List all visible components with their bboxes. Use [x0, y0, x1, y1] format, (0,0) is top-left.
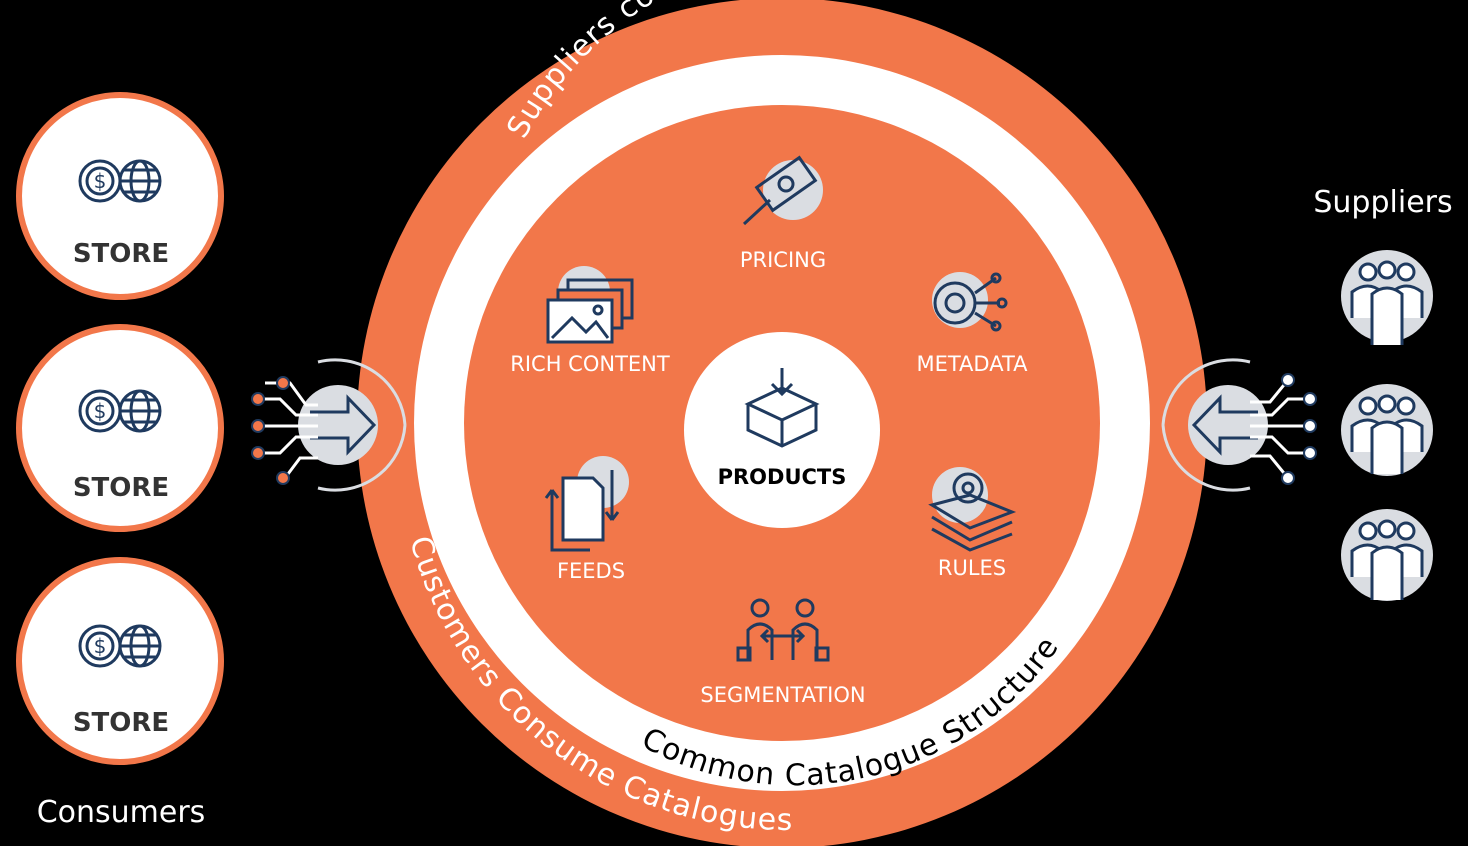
gear-network-icon: [933, 272, 1008, 332]
store-3: $ STORE: [16, 557, 224, 765]
arrow-right-icon: [310, 394, 377, 456]
layers-gear-icon: [928, 472, 1017, 552]
currency-globe-icon: [78, 389, 162, 433]
supplier-connector: [1161, 358, 1317, 492]
segment-label: METADATA: [916, 352, 1028, 376]
svg-text:$: $: [94, 169, 107, 193]
consumer-connector: [251, 358, 407, 492]
circuit-lines-right: [1250, 379, 1310, 479]
currency-globe-icon: [78, 159, 162, 203]
store-2: $ STORE: [16, 324, 224, 532]
money-hand-icon: [742, 155, 818, 226]
segment-label: SEGMENTATION: [700, 683, 865, 707]
group-people-icon: [1341, 250, 1433, 345]
document-cycle-icon: [544, 470, 620, 552]
rules-icon-bg: [932, 467, 988, 523]
supplier-group-2: [1341, 384, 1433, 476]
segment-rules: RULES: [928, 467, 1017, 580]
box-icon: [744, 368, 820, 448]
store-label: STORE: [73, 473, 169, 503]
connector-bg: [1188, 385, 1268, 465]
segment-rich-content: RICH CONTENT: [510, 266, 670, 376]
store-label: STORE: [73, 239, 169, 269]
segment-label: RULES: [938, 556, 1006, 580]
segment-metadata: METADATA: [916, 272, 1028, 376]
segment-label: FEEDS: [557, 559, 625, 583]
svg-text:$: $: [94, 399, 107, 423]
group-people-icon: [1341, 384, 1433, 476]
suppliers-label: Suppliers: [1313, 185, 1452, 220]
metadata-icon-bg: [932, 272, 988, 328]
store-label: STORE: [73, 708, 169, 738]
segment-label: RICH CONTENT: [510, 352, 670, 376]
people-exchange-icon: [736, 598, 830, 662]
segment-feeds: FEEDS: [544, 456, 629, 583]
segment-label: PRICING: [740, 248, 826, 272]
arrow-left-icon: [1191, 394, 1258, 456]
supplier-group-1: [1341, 250, 1433, 345]
images-icon: [546, 278, 634, 344]
currency-globe-icon: [78, 624, 162, 668]
consumers-label: Consumers: [37, 795, 206, 830]
store-1: $ STORE: [16, 92, 224, 300]
segment-pricing: PRICING: [740, 155, 826, 272]
segment-segmentation: SEGMENTATION: [700, 598, 866, 707]
svg-text:$: $: [94, 634, 107, 658]
supplier-group-3: [1341, 509, 1433, 601]
group-people-icon: [1341, 509, 1433, 601]
products-label: PRODUCTS: [718, 465, 847, 489]
